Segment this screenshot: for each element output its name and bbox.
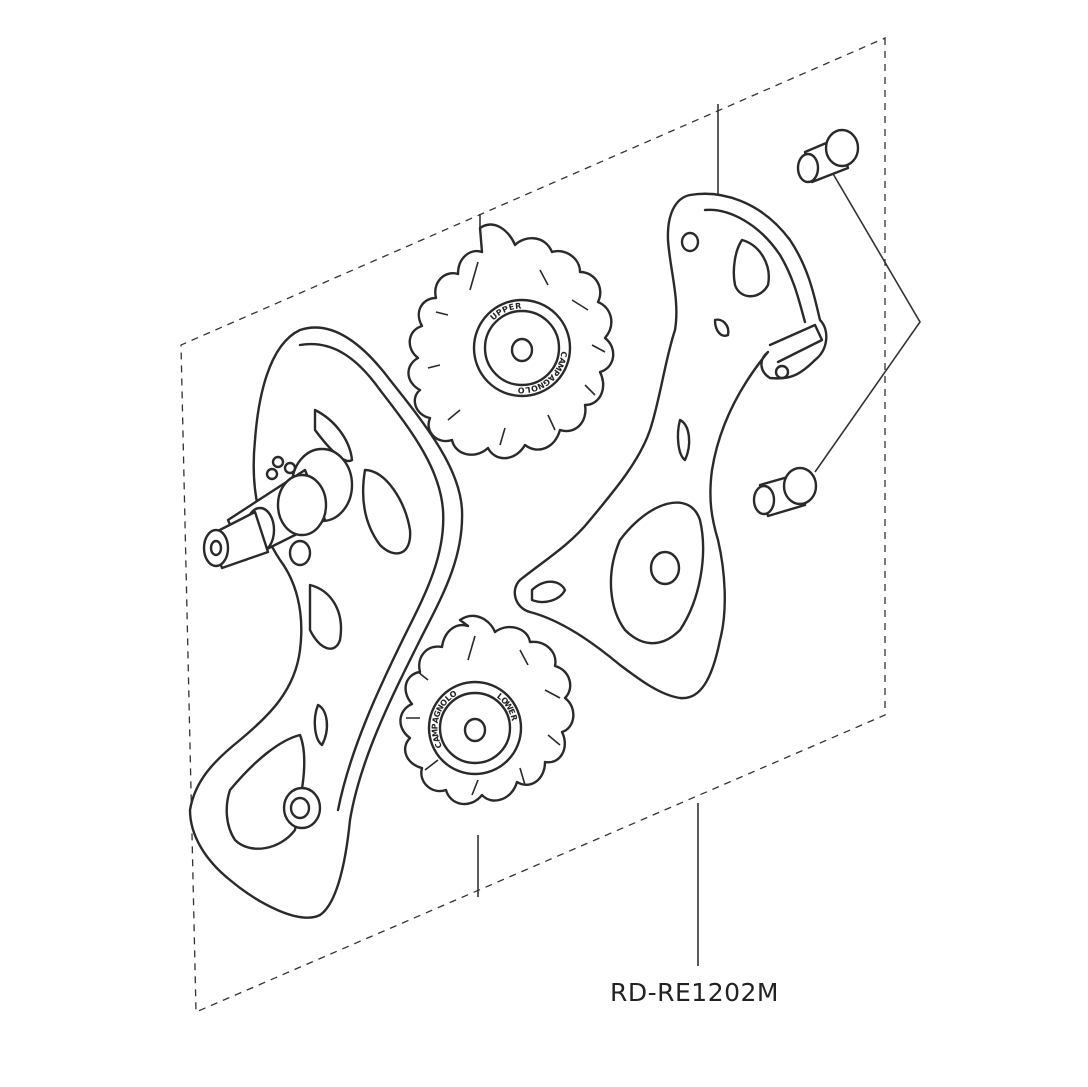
upper-pulley-text-letter: A <box>557 356 568 365</box>
upper-pulley-text-letter: O <box>518 385 525 394</box>
lower-pulley-text-letter: L <box>443 693 453 703</box>
lower-pulley-text-letter: C <box>433 740 444 749</box>
lower-pulley-text-letter: W <box>502 700 514 712</box>
lower-pulley-text-letter: G <box>432 709 443 718</box>
lower-pulley-text-letter: A <box>431 734 442 743</box>
lower-pulley-text-letter: R <box>509 714 519 722</box>
part-number-label: RD-RE1202M <box>610 978 780 1007</box>
upper-pulley <box>407 223 615 460</box>
upper-pulley-text-letter: P <box>495 307 505 318</box>
lower-pulley-text-letter: M <box>430 728 440 737</box>
lower-pulley-text-letter: N <box>435 703 446 713</box>
lower-pulley-text-letter: E <box>506 707 516 716</box>
lower-pulley-text-letter: O <box>448 689 459 700</box>
upper-pulley-text-letter: U <box>489 311 500 322</box>
upper-pulley-text-letter: G <box>541 377 552 388</box>
lower-pulley-text-letter: A <box>431 715 441 724</box>
upper-pulley-text-letter: P <box>550 368 561 378</box>
inner-cage-plate <box>513 192 828 700</box>
cage-screw-upper <box>796 128 860 184</box>
upper-pulley-text-letter: A <box>546 372 557 383</box>
upper-pulley-text-letter: M <box>554 361 566 372</box>
lower-pulley-text-letter: O <box>438 697 449 708</box>
lower-pulley-text-letter: O <box>499 695 510 706</box>
upper-pulley-text-letter: N <box>536 380 546 391</box>
outer-cage-plate <box>188 326 464 919</box>
upper-pulley-text-letter: R <box>515 301 522 311</box>
cage-screw-lower <box>752 466 818 518</box>
lower-pulley-text-letter: P <box>430 723 439 729</box>
leader-lines <box>477 104 921 966</box>
upper-pulley-text-letter: C <box>559 351 569 358</box>
upper-pulley-text-letter: P <box>501 304 510 315</box>
upper-pulley-text-letter: L <box>525 385 531 395</box>
lower-pulley <box>399 614 575 806</box>
lower-pulley-text-letter: L <box>495 692 505 702</box>
upper-pulley-text-letter: O <box>530 383 539 394</box>
pivot-axle <box>202 447 354 570</box>
upper-pulley-text-letter: E <box>508 302 516 312</box>
